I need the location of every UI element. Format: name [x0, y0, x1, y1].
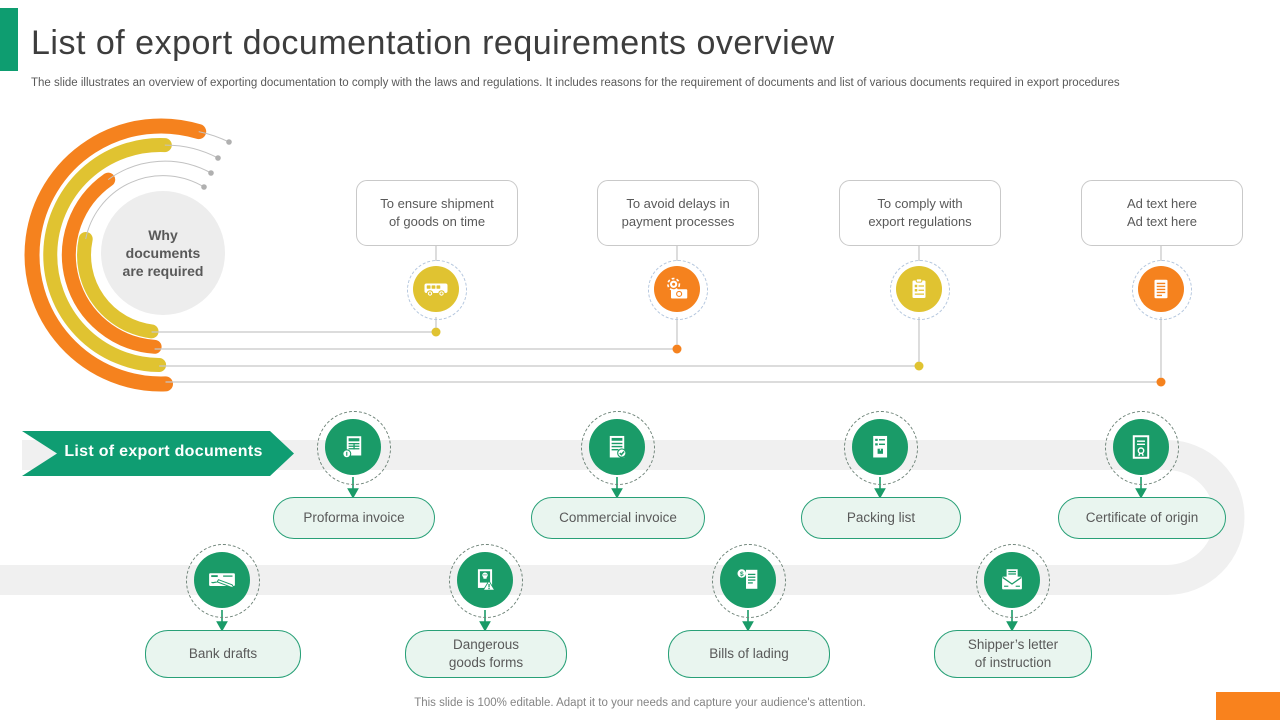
- footer-note: This slide is 100% editable. Adapt it to…: [414, 697, 866, 709]
- road-path: [0, 440, 1245, 595]
- leader-dot-yellow-3: [914, 361, 924, 371]
- dashed-ring: [976, 544, 1050, 618]
- bank-draft-cheque-icon: [209, 573, 236, 589]
- why-documents-label: Why documents are required: [122, 226, 204, 280]
- dashed-ring: [1132, 260, 1192, 320]
- document-label: Shipper’s letter: [967, 637, 1059, 653]
- arc-outer-orange: [24, 118, 207, 392]
- reason-card-regulations: To comply with export regulations: [839, 180, 1001, 246]
- packing-list-icon: [873, 435, 888, 458]
- reason-badge-adtext: [1138, 266, 1184, 312]
- document-pill-bills: Bills of lading: [668, 630, 830, 678]
- proforma-invoice-icon: [342, 436, 362, 459]
- reason-badge-regulations: [896, 266, 942, 312]
- document-label: Bank drafts: [188, 646, 258, 662]
- document-icon: [1154, 279, 1168, 299]
- dashed-ring: [407, 260, 467, 320]
- document-badge-certificate: [1113, 419, 1169, 475]
- reason-card-line: Ad text here: [1126, 195, 1198, 211]
- reason-card-line: To ensure shipment: [380, 195, 494, 211]
- document-label: Dangerous: [452, 637, 520, 653]
- reason-badge-shipment: [413, 266, 459, 312]
- arc-yellow-2: [43, 138, 172, 372]
- document-badge-commercial: [589, 419, 645, 475]
- document-label: Proforma invoice: [303, 510, 405, 526]
- title-accent-bar: [0, 8, 18, 71]
- reason-card-line: Ad text here: [1126, 214, 1198, 229]
- dashed-ring: [449, 544, 523, 618]
- guide-dot-3: [208, 170, 214, 176]
- reason-card-shipment: To ensure shipment of goods on time: [356, 180, 518, 246]
- dashed-ring: [186, 544, 260, 618]
- document-label: Bills of lading: [709, 646, 789, 662]
- document-pill-packing: Packing list: [801, 497, 961, 539]
- reason-card-line: export regulations: [868, 214, 972, 229]
- slide-title: List of export documentation requirement…: [31, 24, 835, 62]
- guide-curve-4: [85, 175, 205, 240]
- reason-card-adtext: Ad text here Ad text here: [1081, 180, 1243, 246]
- document-badge-dangerous: [457, 552, 513, 608]
- guide-dot-2: [215, 155, 221, 161]
- document-arrows: [216, 477, 1147, 632]
- van-icon: [424, 283, 448, 297]
- document-pill-certificate: Certificate of origin: [1058, 497, 1226, 539]
- document-pill-commercial: Commercial invoice: [531, 497, 705, 539]
- document-pill-shippers-letter: Shipper’s letter of instruction: [934, 630, 1092, 678]
- documents-banner-label: List of export documents: [64, 443, 263, 460]
- banner-arrow-shape: [22, 431, 294, 476]
- leader-dot-orange-4: [1156, 377, 1166, 387]
- dashed-ring: [890, 260, 950, 320]
- shippers-letter-icon: [1002, 569, 1022, 590]
- leader-dot-yellow-1: [431, 327, 441, 337]
- dashed-ring: [581, 411, 655, 485]
- leader-dot-orange-2: [672, 344, 682, 354]
- document-label: Certificate of origin: [1085, 510, 1199, 526]
- document-label: Commercial invoice: [559, 510, 677, 526]
- reason-card-line: To avoid delays in: [626, 195, 730, 211]
- document-badge-shippers-letter: [984, 552, 1040, 608]
- corner-accent-rect: [1216, 692, 1280, 720]
- arc-orange-3: [61, 172, 162, 354]
- reason-connectors: [435, 246, 1162, 378]
- why-documents-hub: Why documents are required: [101, 191, 225, 315]
- dashed-ring: [317, 411, 391, 485]
- svg-text:$: $: [740, 571, 744, 578]
- document-badge-proforma: [325, 419, 381, 475]
- document-badge-bankdrafts: [194, 552, 250, 608]
- document-label: of instruction: [974, 655, 1052, 670]
- reason-card-line: of goods on time: [388, 214, 486, 229]
- guide-dot-4: [201, 184, 207, 190]
- document-pill-dangerous: Dangerous goods forms: [405, 630, 567, 678]
- arc-inner-yellow: [77, 232, 159, 339]
- money-gear-icon: [667, 277, 688, 299]
- dashed-ring: [712, 544, 786, 618]
- slide-subtitle: The slide illustrates an overview of exp…: [31, 77, 1120, 89]
- guide-curve-2: [164, 144, 219, 159]
- document-badge-packing: [852, 419, 908, 475]
- document-pill-proforma: Proforma invoice: [273, 497, 435, 539]
- clipboard-checklist-icon: [912, 278, 926, 298]
- document-pill-bankdrafts: Bank drafts: [145, 630, 301, 678]
- reason-card-line: payment processes: [621, 214, 735, 229]
- dashed-ring: [648, 260, 708, 320]
- reason-card-payment: To avoid delays in payment processes: [597, 180, 759, 246]
- certificate-of-origin-icon: [1132, 435, 1150, 459]
- document-badge-bills: $: [720, 552, 776, 608]
- bills-of-lading-icon: $: [737, 569, 758, 589]
- document-label: Packing list: [846, 510, 916, 526]
- dangerous-goods-icon: [477, 569, 496, 591]
- guide-dot-1: [226, 139, 232, 145]
- guide-curve-3: [107, 160, 212, 181]
- dashed-ring: [1105, 411, 1179, 485]
- dashed-ring: [844, 411, 918, 485]
- commercial-invoice-icon: [609, 435, 627, 458]
- reason-card-line: To comply with: [877, 195, 963, 211]
- document-label: goods forms: [448, 655, 524, 670]
- reason-badge-payment: [654, 266, 700, 312]
